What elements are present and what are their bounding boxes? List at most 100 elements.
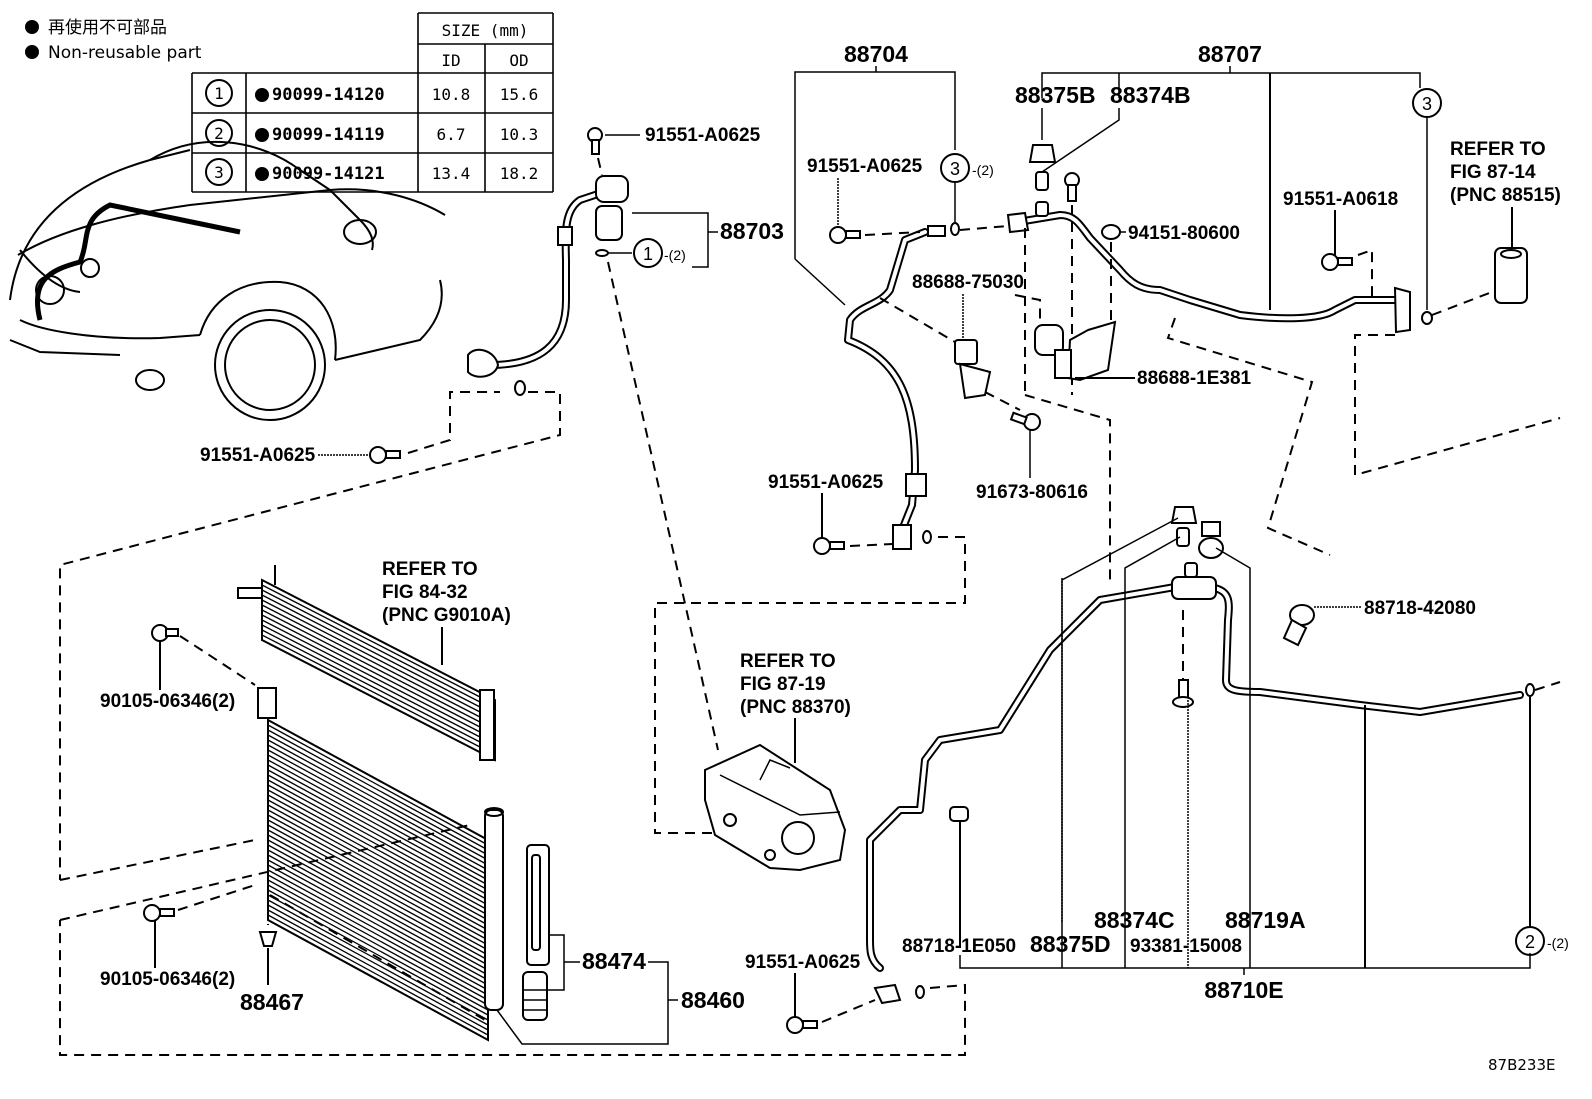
nut-icon xyxy=(1101,224,1121,240)
oring-id: 6.7 xyxy=(437,125,466,144)
callout-88710E[interactable]: 88710E xyxy=(1204,977,1283,1003)
oring-od: 15.6 xyxy=(500,85,539,104)
fin-line xyxy=(267,859,489,981)
callout-90105-06346[interactable]: 90105-06346(2) xyxy=(100,969,235,990)
size-header: SIZE (mm) xyxy=(442,21,529,40)
callout-88374C[interactable]: 88374C xyxy=(1094,907,1175,933)
fin-line xyxy=(267,744,489,866)
fin-line xyxy=(267,889,489,1011)
callout-93381-15008[interactable]: 93381-15008 xyxy=(1130,936,1242,957)
refer-to-line: REFER TO xyxy=(740,651,836,672)
callout-90105-06346[interactable]: 90105-06346(2) xyxy=(100,691,235,712)
callout-88474[interactable]: 88474 xyxy=(582,948,646,974)
callout-88718-1E050[interactable]: 88718-1E050 xyxy=(902,936,1016,957)
bolt-icon xyxy=(1321,253,1353,271)
callout-88688-1E381[interactable]: 88688-1E381 xyxy=(1137,368,1252,389)
evaporator-refer-note: REFER TO FIG 87-14 (PNC 88515) xyxy=(1450,139,1561,206)
non-reusable-bullet-icon xyxy=(255,88,269,102)
refer-fig-line[interactable]: FIG 84-32 xyxy=(382,582,468,603)
refer-to-line: REFER TO xyxy=(382,559,478,580)
callout-94151-80600[interactable]: 94151-80600 xyxy=(1128,223,1240,244)
callout-88688-75030[interactable]: 88688-75030 xyxy=(912,272,1024,293)
callout-88703[interactable]: 88703 xyxy=(720,218,784,244)
callout-88718-42080[interactable]: 88718-42080 xyxy=(1364,598,1476,619)
radiator-fins xyxy=(261,584,481,748)
callout-91551-A0625[interactable]: 91551-A0625 xyxy=(768,472,884,493)
oring-part-number[interactable]: 90099-14120 xyxy=(272,85,385,105)
callout-88467[interactable]: 88467 xyxy=(240,989,304,1015)
fin-line xyxy=(261,634,481,748)
bolt-icon xyxy=(143,904,175,922)
bolt-icon xyxy=(369,446,401,464)
fin-line xyxy=(267,884,489,1006)
callout-91551-A0618[interactable]: 91551-A0618 xyxy=(1283,189,1398,210)
non-reusable-bullet-icon xyxy=(255,128,269,142)
clamp-icon xyxy=(1282,604,1315,647)
oring-ref-number: 2 xyxy=(214,124,224,143)
receiver-tank-icon xyxy=(484,807,504,1011)
vehicle-front-sketch xyxy=(9,140,446,421)
fin-line xyxy=(261,584,481,698)
clamp-icon xyxy=(949,806,969,822)
expansion-valve-icon xyxy=(1494,247,1528,304)
fin-line xyxy=(261,624,481,738)
oring-ref-1: 1 xyxy=(643,244,653,264)
table-row: 3 90099-14121 13.4 18.2 xyxy=(205,158,539,186)
oring-ref-2: 2 xyxy=(1525,932,1535,952)
callout-88460[interactable]: 88460 xyxy=(681,987,745,1013)
fin-line xyxy=(261,629,481,743)
fin-line xyxy=(267,734,489,856)
drain-plug-icon xyxy=(522,971,548,1021)
fin-line xyxy=(261,619,481,733)
callout-88375B[interactable]: 88375B xyxy=(1015,82,1096,108)
oring-size-table: SIZE (mm) ID OD 1 90099-14120 10.8 15.6 … xyxy=(191,12,554,193)
refer-fig-line[interactable]: FIG 87-14 xyxy=(1450,162,1536,183)
callout-88719A[interactable]: 88719A xyxy=(1225,907,1306,933)
bolt-icon xyxy=(813,537,845,555)
compressor-icon xyxy=(704,743,847,872)
oring-qty: -(2) xyxy=(1547,935,1569,951)
callout-88374B[interactable]: 88374B xyxy=(1110,82,1191,108)
oring-qty: -(2) xyxy=(972,162,994,178)
oring-part-number[interactable]: 90099-14119 xyxy=(272,125,385,145)
valve-core-icon xyxy=(1176,527,1190,547)
condenser-fins xyxy=(267,724,489,1036)
bolt-icon xyxy=(1064,172,1080,202)
callout-88375D[interactable]: 88375D xyxy=(1030,931,1111,957)
bolt-icon xyxy=(1009,411,1041,431)
non-reusable-bullet-icon xyxy=(25,45,39,59)
fin-line xyxy=(267,794,489,916)
callout-91551-A0625[interactable]: 91551-A0625 xyxy=(807,156,923,177)
fin-line xyxy=(267,754,489,876)
radiator-refer-note: REFER TO FIG 84-32 (PNC G9010A) xyxy=(382,559,511,626)
legend-japanese: 再使用不可部品 xyxy=(48,17,167,38)
refer-to-line: REFER TO xyxy=(1450,139,1546,160)
bushing-icon xyxy=(258,931,278,947)
fin-line xyxy=(267,849,489,971)
refer-pnc-line: (PNC G9010A) xyxy=(382,605,511,626)
callout-88704[interactable]: 88704 xyxy=(844,41,908,67)
callout-91673-80616[interactable]: 91673-80616 xyxy=(976,482,1088,503)
desiccant-icon xyxy=(526,844,550,966)
fin-line xyxy=(267,739,489,861)
fin-line xyxy=(267,829,489,951)
refer-fig-line[interactable]: FIG 87-19 xyxy=(740,674,826,695)
callout-88707[interactable]: 88707 xyxy=(1198,41,1262,67)
bolt-icon xyxy=(1172,679,1194,708)
oring-id: 10.8 xyxy=(432,85,471,104)
liquid-pipe-88710E xyxy=(866,562,1535,1005)
fin-line xyxy=(261,599,481,713)
fin-line xyxy=(267,769,489,891)
fin-line xyxy=(267,819,489,941)
callout-91551-A0625[interactable]: 91551-A0625 xyxy=(745,952,861,973)
fin-line xyxy=(267,729,489,851)
compressor-refer-note: REFER TO FIG 87-19 (PNC 88370) xyxy=(740,651,851,718)
pressure-switch-icon xyxy=(1198,521,1224,559)
callout-91551-A0625[interactable]: 91551-A0625 xyxy=(200,445,316,466)
oring-od: 18.2 xyxy=(500,164,539,183)
oring-od: 10.3 xyxy=(500,125,539,144)
oring-part-number[interactable]: 90099-14121 xyxy=(272,164,385,184)
callout-91551-A0625[interactable]: 91551-A0625 xyxy=(645,125,761,146)
bolt-icon xyxy=(151,624,179,642)
non-reusable-bullet-icon xyxy=(255,167,269,181)
